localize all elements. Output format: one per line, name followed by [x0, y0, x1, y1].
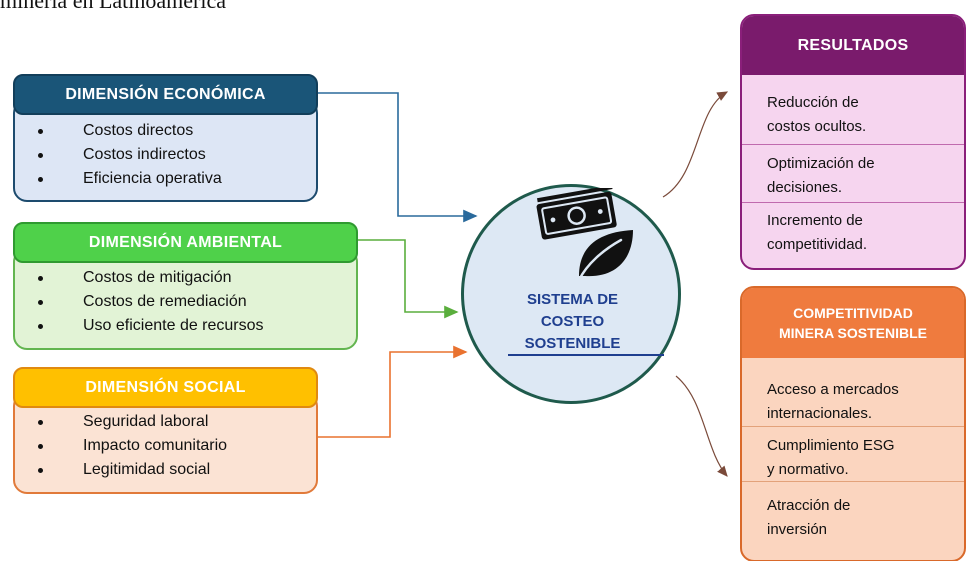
- list-item: Costos indirectos: [15, 143, 316, 167]
- connector-ambiental: [358, 239, 459, 319]
- resultados-item: Incremento de competitividad.: [742, 209, 964, 257]
- center-title-line: COSTEO: [540, 313, 605, 330]
- list-item: Legitimidad social: [15, 458, 316, 482]
- title-line: MINERA SOSTENIBLE: [778, 325, 928, 341]
- item-line: Reducción de: [767, 94, 859, 111]
- divider: [742, 481, 964, 482]
- divider: [742, 202, 964, 203]
- divider: [742, 144, 964, 145]
- list-item: Costos de mitigación: [15, 266, 356, 290]
- item-line: Cumplimiento ESG: [767, 437, 895, 454]
- resultados-item: Optimización de decisiones.: [742, 152, 964, 200]
- money-leaf-icon: [536, 188, 633, 282]
- list-item: Costos directos: [15, 119, 316, 143]
- item-line: inversión: [767, 521, 828, 538]
- dimension-economica-body: Costos directos Costos indirectos Eficie…: [13, 99, 318, 202]
- resultados-item: Reducción de costos ocultos.: [742, 91, 964, 139]
- item-line: Acceso a mercados: [767, 381, 899, 398]
- resultados-box: RESULTADOS Reducción de costos ocultos. …: [740, 14, 966, 270]
- list-item: Eficiencia operativa: [15, 167, 316, 191]
- competitividad-item: Acceso a mercados internacionales.: [742, 378, 964, 426]
- list-item: Costos de remediación: [15, 290, 356, 314]
- dimension-ambiental-title: DIMENSIÓN AMBIENTAL: [13, 222, 358, 263]
- item-line: internacionales.: [767, 405, 873, 422]
- list-item: Impacto comunitario: [15, 434, 316, 458]
- center-underline: [508, 354, 664, 356]
- dimension-ambiental-body: Costos de mitigación Costos de remediaci…: [13, 248, 358, 350]
- connector-resultados: [662, 91, 729, 198]
- item-line: costos ocultos.: [767, 118, 867, 135]
- item-line: Atracción de: [767, 497, 851, 514]
- competitividad-item: Cumplimiento ESG y normativo.: [742, 434, 964, 482]
- dimension-social-title: DIMENSIÓN SOCIAL: [13, 367, 318, 408]
- connector-social: [318, 345, 468, 438]
- item-line: Incremento de: [767, 212, 863, 229]
- resultados-title: RESULTADOS: [742, 16, 964, 75]
- center-title: SISTEMA DE COSTEO SOSTENIBLE: [490, 289, 655, 355]
- divider: [742, 426, 964, 427]
- connector-competitividad: [675, 375, 728, 477]
- center-title-line: SOSTENIBLE: [524, 335, 621, 352]
- item-line: competitividad.: [767, 236, 868, 253]
- item-line: decisiones.: [767, 179, 843, 196]
- dimension-economica-title: DIMENSIÓN ECONÓMICA: [13, 74, 318, 115]
- caption-text: minería en Latinoamérica: [0, 0, 226, 13]
- competitividad-box: COMPETITIVIDAD MINERA SOSTENIBLE Acceso …: [740, 286, 966, 561]
- competitividad-item: Atracción de inversión: [742, 494, 964, 542]
- connector-economica: [318, 92, 478, 223]
- list-item: Seguridad laboral: [15, 410, 316, 434]
- item-line: Optimización de: [767, 155, 875, 172]
- center-title-line: SISTEMA DE: [526, 291, 619, 308]
- title-line: COMPETITIVIDAD: [793, 305, 913, 321]
- item-line: y normativo.: [767, 461, 849, 478]
- list-item: Uso eficiente de recursos: [15, 314, 356, 338]
- competitividad-title: COMPETITIVIDAD MINERA SOSTENIBLE: [742, 288, 964, 358]
